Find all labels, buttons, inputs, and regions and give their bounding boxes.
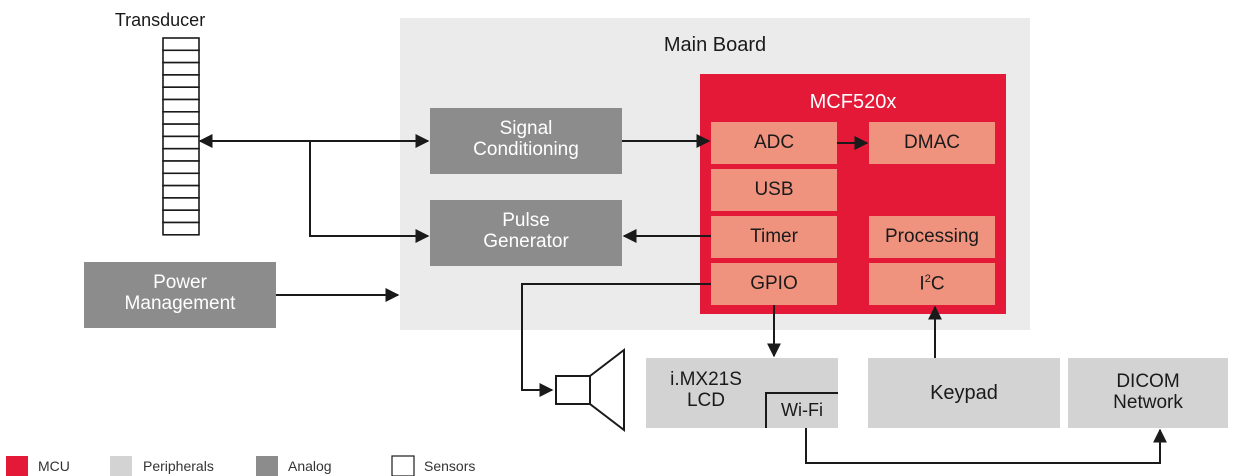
pulse-generator-label: Pulse Generator xyxy=(430,210,622,253)
gpio-to-speaker-line xyxy=(521,283,711,397)
transducer-element xyxy=(162,209,200,224)
legend-swatch-sensors xyxy=(391,455,415,476)
i2c-label-tail: C xyxy=(930,273,945,295)
pulse-to-transducer-line xyxy=(309,141,430,243)
legend-swatches xyxy=(6,455,415,476)
transducer-label: Transducer xyxy=(114,10,206,30)
legend-swatch-analog xyxy=(256,456,278,476)
power-management-label: Power Management xyxy=(84,272,276,315)
dicom-block xyxy=(1068,358,1228,428)
main-board-label: Main Board xyxy=(663,34,767,56)
transducer-element xyxy=(162,197,200,211)
lcd-line-2: LCD xyxy=(686,390,725,412)
usb-block xyxy=(711,169,837,211)
signal-conditioning-block xyxy=(430,108,622,174)
legend-label-peripherals: Peripherals xyxy=(143,458,214,474)
wifi-to-dicom-line xyxy=(805,428,1167,464)
speaker-icon xyxy=(555,347,625,433)
i2c-label: I2C xyxy=(869,273,995,295)
adc-label: ADC xyxy=(753,132,795,153)
legend-label-sensors: Sensors xyxy=(424,458,476,474)
keypad-label: Keypad xyxy=(930,382,998,404)
timer-label: Timer xyxy=(750,226,798,247)
transducer-element xyxy=(162,49,200,64)
connection-lines xyxy=(198,134,1167,464)
gpio-block xyxy=(711,263,837,305)
legend-label-analog: Analog xyxy=(288,458,332,474)
wifi-label: Wi-Fi xyxy=(781,400,823,420)
keypad-block xyxy=(868,358,1060,428)
power-management-line-2: Management xyxy=(124,293,236,315)
transducer-element xyxy=(162,123,200,138)
pulse-generator-line-1: Pulse xyxy=(502,210,550,231)
timer-block xyxy=(711,216,837,258)
transducer-element xyxy=(162,172,200,187)
legend-label-mcu: MCU xyxy=(38,458,70,474)
transducer-element xyxy=(162,74,200,89)
transducer-array xyxy=(162,37,200,236)
legend-swatch-mcu xyxy=(6,456,28,476)
dicom-line-2: Network xyxy=(1113,392,1183,414)
transducer-element xyxy=(162,135,200,150)
signal-conditioning-line-2: Conditioning xyxy=(473,139,579,161)
transducer-element xyxy=(162,98,200,113)
transducer-element xyxy=(162,61,200,76)
transducer-element xyxy=(162,86,200,101)
transducer-element xyxy=(162,111,200,125)
transducer-element xyxy=(162,37,200,52)
i2c-block xyxy=(869,263,995,305)
processing-block xyxy=(869,216,995,258)
signal-conditioning-label: Signal Conditioning xyxy=(430,118,622,161)
pulse-generator-line-2: Generator xyxy=(483,231,569,253)
mcu-title: MCF520x xyxy=(809,91,897,113)
lcd-label: i.MX21S LCD xyxy=(646,369,766,412)
power-management-line-1: Power xyxy=(153,272,207,293)
lcd-line-1: i.MX21S xyxy=(670,369,742,390)
transducer-element xyxy=(162,184,200,199)
dicom-line-1: DICOM xyxy=(1116,371,1180,392)
i2c-label-superscript: 2 xyxy=(924,273,931,285)
dicom-label: DICOM Network xyxy=(1068,371,1228,414)
power-management-block xyxy=(84,262,276,328)
transducer-element xyxy=(162,147,200,162)
legend-swatch-peripherals xyxy=(110,456,132,476)
dmac-block xyxy=(869,122,995,164)
usb-label: USB xyxy=(754,179,794,200)
adc-block xyxy=(711,122,837,164)
transducer-element xyxy=(162,160,200,175)
transducer-element xyxy=(162,221,200,236)
signal-conditioning-line-1: Signal xyxy=(499,118,553,139)
gpio-label: GPIO xyxy=(750,273,798,294)
processing-label: Processing xyxy=(885,226,979,247)
dmac-label: DMAC xyxy=(904,132,960,153)
pulse-generator-block xyxy=(430,200,622,266)
i2c-label-main: I xyxy=(919,273,925,295)
wifi-inset-border xyxy=(765,392,838,428)
